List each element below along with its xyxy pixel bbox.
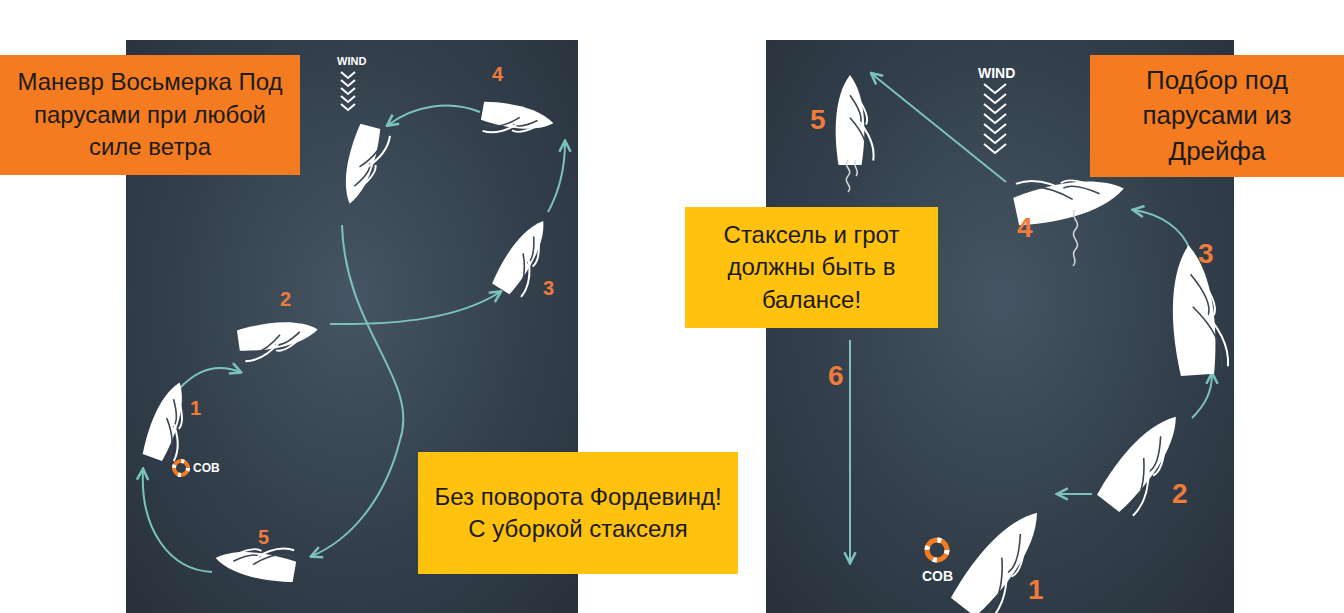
boat: [836, 75, 874, 165]
wind-chevrons: [341, 72, 1006, 153]
boat: [490, 214, 562, 300]
callout-number: 4: [1017, 214, 1033, 242]
cob-label: COB: [193, 462, 220, 474]
note-box: Без поворота Фордевинд! С уборкой стаксе…: [418, 452, 738, 574]
course-arrows: [143, 74, 1212, 572]
boat: [948, 501, 1060, 613]
callout-number: 2: [1172, 480, 1188, 508]
callout-number: 6: [828, 362, 844, 390]
boat: [1094, 406, 1197, 520]
box-text: Маневр Восьмерка Под парусами при любой …: [14, 66, 286, 163]
title-box: Подбор под парусами из Дрейфа: [1090, 55, 1344, 177]
title-box: Маневр Восьмерка Под парусами при любой …: [0, 55, 300, 175]
boat: [337, 123, 391, 209]
box-text: Стаксель и грот должны быть в балансе!: [699, 219, 924, 316]
boat: [237, 317, 321, 362]
callout-number: 5: [258, 527, 269, 547]
box-text: Подбор под парусами из Дрейфа: [1104, 63, 1330, 168]
callout-number: 2: [280, 289, 291, 309]
note-box: Стаксель и грот должны быть в балансе!: [685, 207, 938, 328]
boat: [479, 99, 555, 143]
callout-number: 3: [543, 278, 554, 298]
wind-label: WIND: [337, 56, 366, 67]
boat: [140, 378, 200, 465]
callout-number: 4: [492, 64, 503, 84]
callout-number: 3: [1198, 240, 1214, 268]
boat: [213, 537, 298, 585]
callout-number: 5: [810, 106, 826, 134]
callout-number: 1: [190, 398, 201, 418]
callout-number: 1: [1028, 576, 1044, 604]
cob-label: COB: [922, 569, 953, 583]
wind-label: WIND: [978, 66, 1015, 80]
box-text: Без поворота Фордевинд! С уборкой стаксе…: [432, 481, 724, 546]
